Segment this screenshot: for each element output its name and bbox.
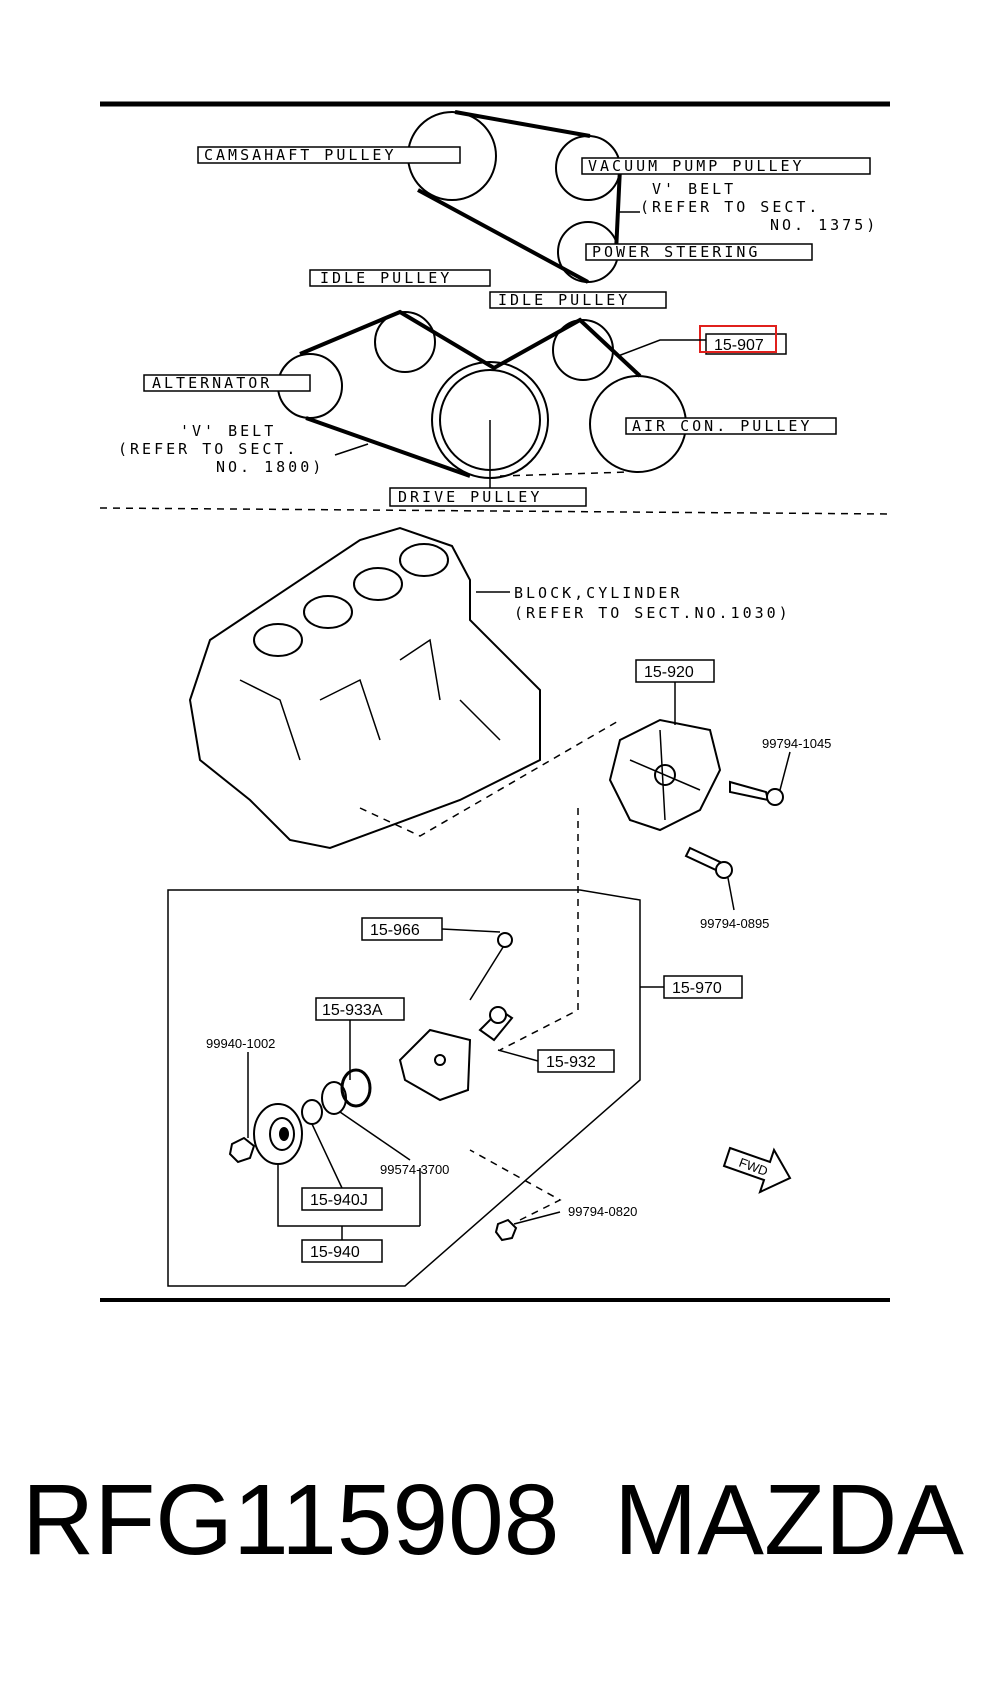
svg-text:IDLE PULLEY: IDLE PULLEY (320, 269, 452, 287)
svg-text:15-940: 15-940 (310, 1244, 360, 1261)
lower-v-belt (299, 309, 642, 378)
svg-text:AIR CON. PULLEY: AIR CON. PULLEY (632, 417, 812, 435)
label-15-940J: 15-940J (301, 1123, 421, 1226)
label-15-940: 15-940 (277, 1164, 420, 1263)
cylinder-bore-2 (303, 595, 353, 629)
air-con-label: AIR CON. PULLEY (625, 417, 837, 435)
cylinder-block (188, 526, 541, 850)
vbelt-lower-text-1: 'V' BELT (180, 422, 276, 440)
svg-text:POWER STEERING: POWER STEERING (592, 243, 760, 261)
section-divider (99, 507, 891, 515)
label-99794-0820: 99794-0820 (568, 1204, 637, 1219)
drive-pulley-label: DRIVE PULLEY (389, 487, 587, 507)
assembly-frame (167, 889, 641, 1287)
nut-99940-1002 (228, 1052, 256, 1164)
snap-ring-99574-3700 (321, 1068, 411, 1161)
svg-text:15-907: 15-907 (714, 337, 764, 354)
label-99794-1045: 99794-1045 (762, 736, 831, 751)
cylinder-bore-4 (399, 543, 449, 577)
svg-text:15-970: 15-970 (672, 980, 722, 997)
assembly-dash-leader (499, 808, 579, 1051)
svg-text:15-920: 15-920 (644, 664, 694, 681)
brand-name: MAZDA (614, 1464, 964, 1576)
alternator-label: ALTERNATOR (143, 374, 311, 392)
bolt-99794-0820 (469, 1149, 562, 1242)
upper-v-belt (417, 110, 622, 284)
label-99574-3700: 99574-3700 (380, 1162, 449, 1177)
lower-v-belt-hidden (499, 471, 631, 477)
highlighted-part-15-907: 15-907 (617, 325, 787, 357)
vbelt-lower-text-2: (REFER TO SECT. (118, 440, 298, 458)
label-15-966: 15-966 (361, 917, 501, 941)
label-99794-0895: 99794-0895 (700, 916, 769, 931)
power-steering-label: POWER STEERING (585, 243, 813, 261)
block-cylinder-text-2: (REFER TO SECT.NO.1030) (514, 604, 791, 622)
cylinder-bore-1 (253, 623, 303, 657)
svg-text:DRIVE PULLEY: DRIVE PULLEY (398, 488, 542, 506)
fwd-arrow-icon: FWD (722, 1146, 792, 1194)
camshaft-label: CAMSAHAFT PULLEY (197, 146, 461, 164)
adjuster-15-932 (478, 1006, 514, 1042)
svg-text:IDLE PULLEY: IDLE PULLEY (498, 291, 630, 309)
vbelt-lower-text-3: NO. 1800) (216, 458, 324, 476)
bearing-15-940J (301, 1099, 323, 1125)
idle-pulley-left-label: IDLE PULLEY (309, 269, 491, 287)
part-number: RFG115908 (22, 1464, 560, 1576)
label-99940-1002: 99940-1002 (206, 1036, 275, 1051)
label-15-932: 15-932 (497, 1049, 615, 1073)
svg-text:VACUUM PUMP PULLEY: VACUUM PUMP PULLEY (588, 157, 805, 175)
svg-text:15-966: 15-966 (370, 922, 420, 939)
idle-pulley-right-label: IDLE PULLEY (489, 291, 667, 309)
vbelt-upper-text-3: NO. 1375) (770, 216, 878, 234)
bolt-99794-1045 (729, 751, 791, 806)
block-cylinder-text-1: BLOCK,CYLINDER (514, 584, 682, 602)
lower-v-belt-bottom (305, 416, 471, 478)
label-15-970: 15-970 (640, 975, 743, 999)
svg-text:15-932: 15-932 (546, 1054, 596, 1071)
lower-belt-leader (334, 443, 369, 456)
bolt-99794-0895 (684, 846, 735, 911)
idle-pulley-left (374, 311, 436, 373)
cylinder-bore-3 (353, 567, 403, 601)
vacuum-pump-label: VACUUM PUMP PULLEY (581, 157, 871, 175)
stud-15-966 (469, 932, 513, 1001)
svg-text:15-933A: 15-933A (322, 1002, 383, 1019)
svg-text:CAMSAHAFT PULLEY: CAMSAHAFT PULLEY (204, 146, 397, 164)
tensioner-arm (398, 1028, 472, 1102)
vbelt-upper-text-2: (REFER TO SECT. (640, 198, 820, 216)
label-15-920: 15-920 (635, 659, 715, 725)
lower-belt-group (277, 309, 687, 490)
bracket-15-920 (608, 718, 722, 832)
label-15-933A: 15-933A (315, 997, 405, 1080)
svg-text:15-940J: 15-940J (310, 1192, 368, 1209)
pulley-15-940 (253, 1103, 303, 1165)
footer: RFG115908 MAZDA (0, 1455, 992, 1585)
svg-text:ALTERNATOR: ALTERNATOR (152, 374, 272, 392)
block-to-bracket-leader (359, 719, 621, 837)
vbelt-upper-text-1: V' BELT (652, 180, 736, 198)
